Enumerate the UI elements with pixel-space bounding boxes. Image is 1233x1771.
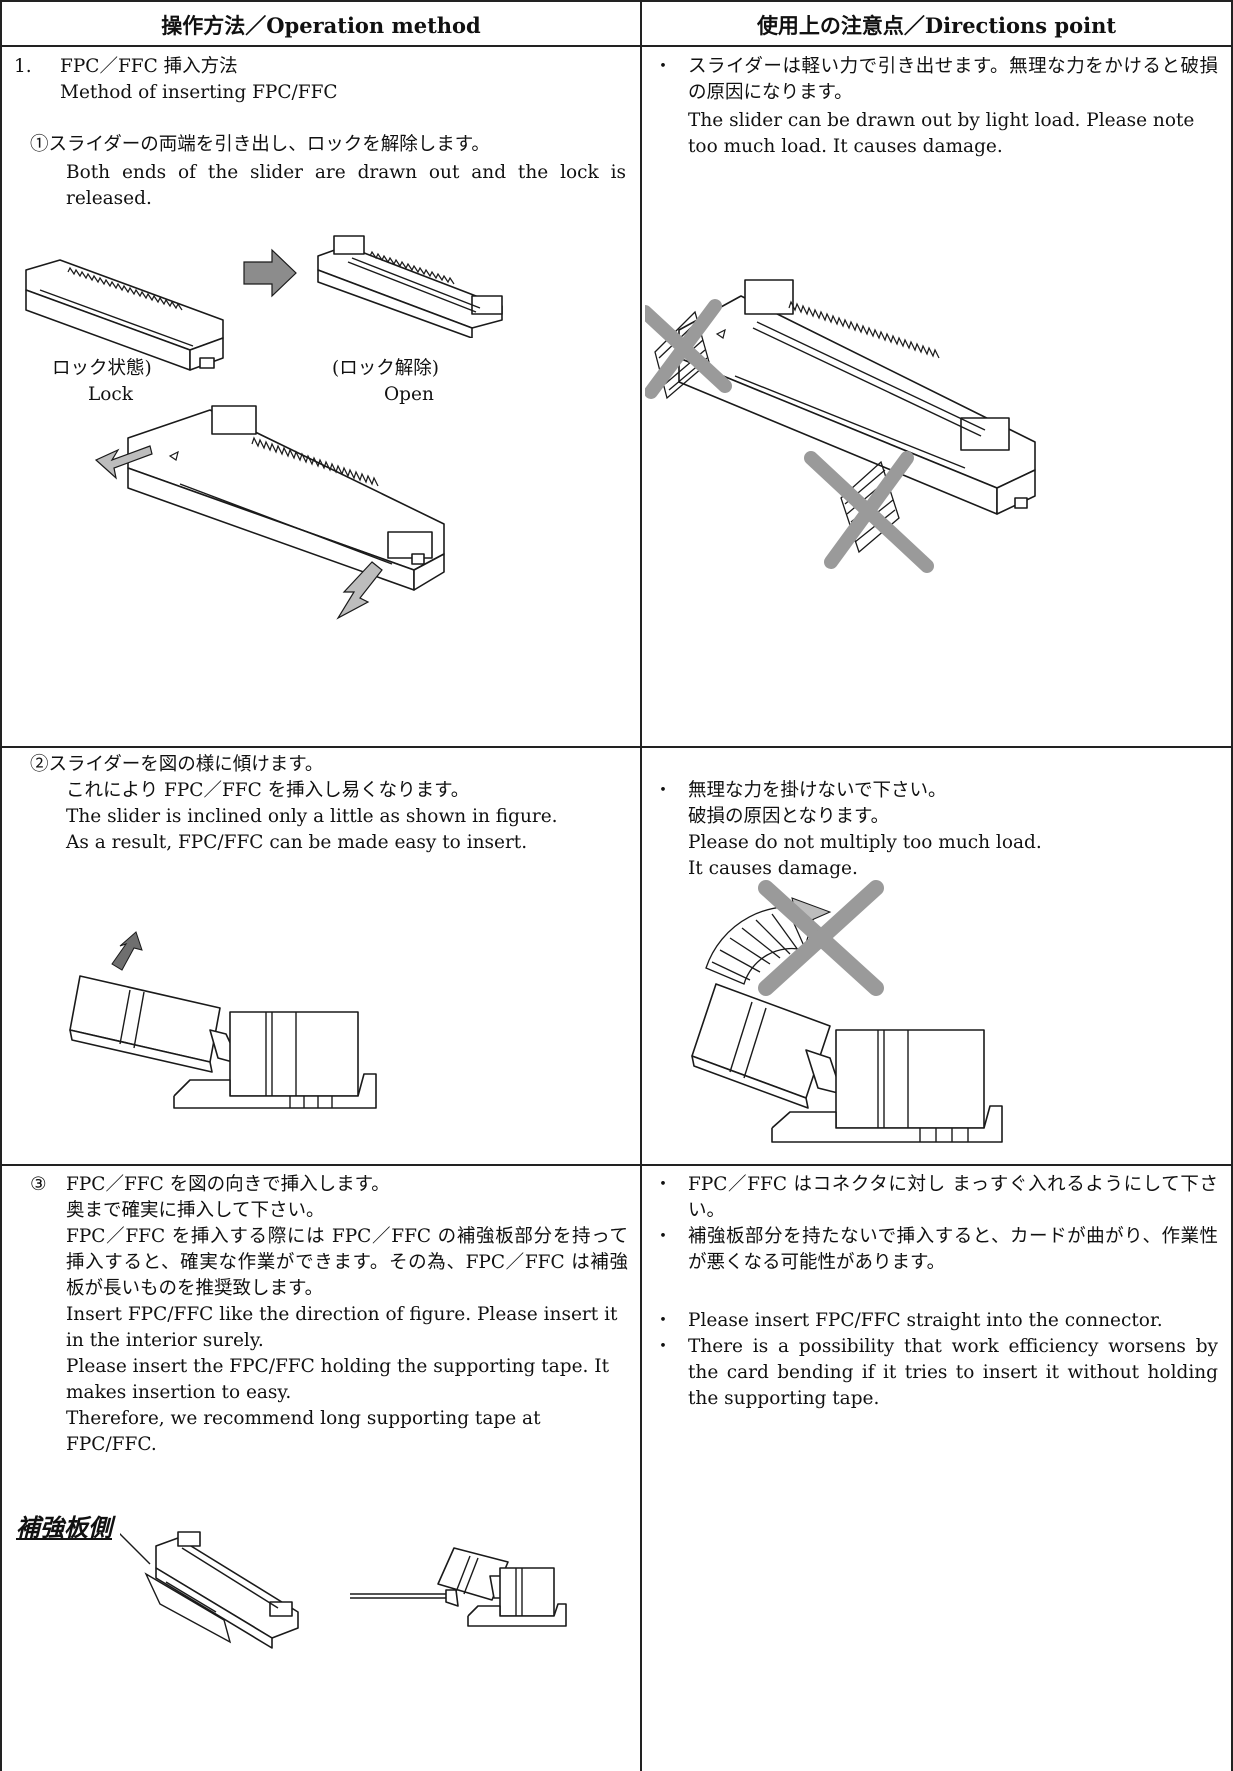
step3-en-paragraph-3: Therefore, we recommend long supporting …: [66, 1408, 541, 1455]
supporting-plate-side-label: 補強板側: [16, 1514, 112, 1542]
step3-jp-paragraph: FPC／FFC を挿入する際には FPC／FFC の補強板部分を持って挿入すると…: [66, 1226, 628, 1299]
step3-line-1: FPC／FFC を図の向きで挿入します。: [66, 1174, 390, 1195]
step3-en-paragraph-2: Please insert the FPC/FFC holding the su…: [66, 1356, 610, 1403]
fpc-insert-side-figure: [350, 1547, 567, 1627]
step3-line-2: 奥まで確実に挿入して下さい。: [66, 1200, 325, 1221]
row-divider-1: [0, 746, 1233, 748]
slider-incline-figure: [69, 931, 377, 1109]
label-open-en: Open: [384, 384, 434, 405]
row3-right-bullet-4: ・: [654, 1336, 672, 1357]
row3-right-bullet-2: ・: [654, 1226, 672, 1247]
row3-right-en-2: There is a possibility that work efficie…: [688, 1336, 1218, 1409]
step2-line-2: The slider is inclined only a little as …: [66, 806, 558, 827]
row3-right-jp-2: 補強板部分を持たないで挿入すると、カードが曲がり、作業性が悪くなる可能性がありま…: [688, 1226, 1218, 1273]
header-divider: [0, 45, 1233, 47]
step1-en: Both ends of the slider are drawn out an…: [66, 162, 626, 209]
step2-line-3: As a result, FPC/FFC can be made easy to…: [66, 832, 528, 853]
section-title-jp: FPC／FFC 挿入方法: [60, 56, 238, 77]
no-force-incline-figure: [691, 880, 1003, 1143]
step1-jp: ①スライダーの両端を引き出し、ロックを解除します。: [30, 134, 490, 155]
label-lock-en: Lock: [88, 384, 133, 405]
section-number: 1.: [14, 56, 32, 77]
no-pull-slider-figure: [645, 279, 1036, 573]
row2-right-bullet: ・: [654, 780, 672, 801]
row3-right-bullet-1: ・: [654, 1174, 672, 1195]
table-border-left: [0, 0, 2, 1771]
step3-number: ③: [30, 1174, 47, 1195]
table-border-right: [1231, 0, 1233, 1771]
row3-right-jp-1: FPC／FFC はコネクタに対し まっすぐ入れるようにして下さい。: [688, 1174, 1218, 1221]
header-directions-point: 使用上の注意点／Directions point: [756, 13, 1117, 38]
arrow-right-icon: [243, 248, 297, 298]
fpc-insert-perspective-figure: [120, 1531, 299, 1649]
connector-drawn-out-figure: [94, 405, 445, 620]
row2-right-line-3: Please do not multiply too much load.: [688, 832, 1042, 853]
row3-right-en-1: Please insert FPC/FFC straight into the …: [688, 1310, 1163, 1331]
section-title-en: Method of inserting FPC/FFC: [60, 82, 338, 103]
row1-right-bullet: ・: [654, 56, 672, 77]
header-operation-method: 操作方法／Operation method: [161, 13, 481, 38]
row-divider-2: [0, 1164, 1233, 1166]
row1-right-jp: スライダーは軽い力で引き出せます。無理な力をかけると破損の原因になります。: [688, 56, 1218, 103]
label-open-jp: (ロック解除): [332, 358, 439, 379]
step2-jp: ②スライダーを図の様に傾けます。: [30, 754, 324, 775]
connector-locked-figure: [25, 259, 224, 371]
row2-right-line-1: 無理な力を掛けないで下さい。: [688, 780, 947, 801]
label-lock-jp: ロック状態): [52, 358, 152, 379]
column-divider: [640, 0, 642, 1771]
row2-right-line-4: It causes damage.: [688, 858, 858, 879]
step2-line-1: これにより FPC／FFC を挿入し易くなります。: [66, 780, 470, 801]
connector-open-figure: [317, 235, 503, 338]
row1-right-en: The slider can be drawn out by light loa…: [688, 110, 1195, 157]
table-border-top: [0, 0, 1233, 2]
step3-en-paragraph-1: Insert FPC/FFC like the direction of fig…: [66, 1304, 618, 1351]
row3-right-bullet-3: ・: [654, 1310, 672, 1331]
row2-right-line-2: 破損の原因となります。: [688, 806, 890, 827]
